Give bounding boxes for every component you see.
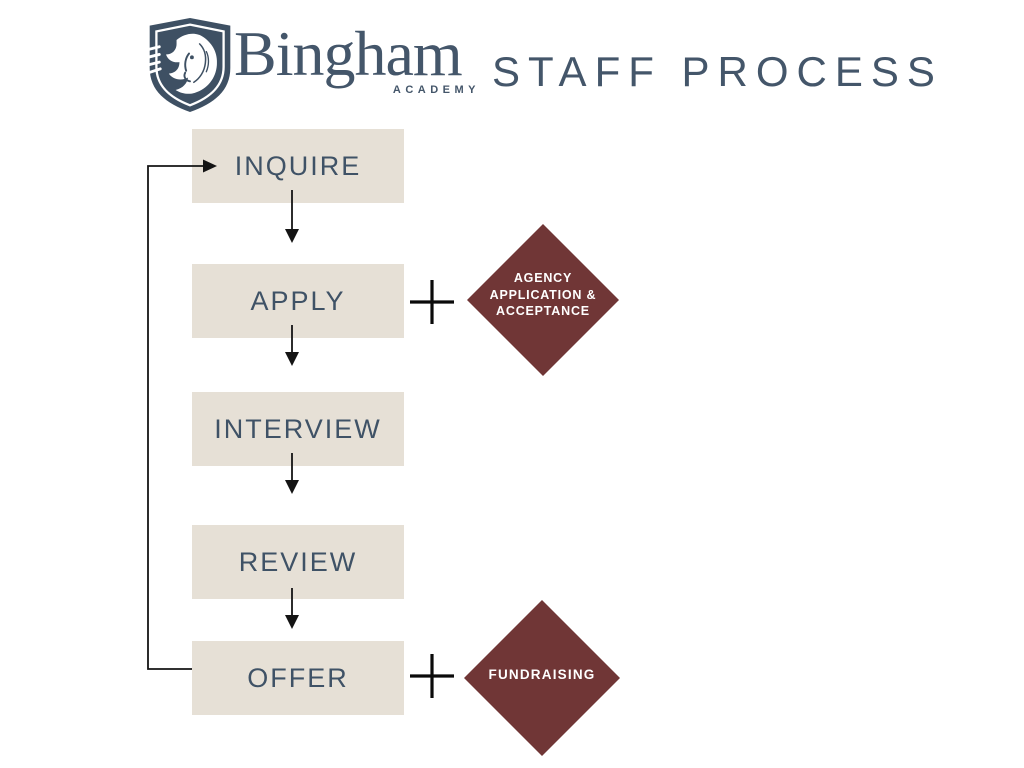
step-review: REVIEW: [192, 525, 404, 599]
brand-subtitle: ACADEMY: [392, 84, 480, 96]
diamond-label-line: ACCEPTANCE: [496, 304, 590, 319]
diamond-agency-application-acceptance: AGENCY APPLICATION & ACCEPTANCE: [467, 224, 619, 376]
plus-icon-offer: [410, 654, 454, 698]
step-label: INQUIRE: [234, 150, 362, 181]
plus-icon-apply: [410, 280, 454, 324]
brand-block: Bingham ACADEMY: [234, 18, 484, 96]
step-inquire: INQUIRE: [192, 129, 404, 203]
lion-shield-icon: [146, 17, 231, 113]
step-label: INTERVIEW: [214, 413, 382, 444]
step-label: APPLY: [250, 285, 346, 316]
brand-name: Bingham: [234, 18, 463, 89]
diamond-label-line: FUNDRAISING: [488, 666, 596, 682]
page-title: STAFF PROCESS: [492, 48, 943, 95]
diamond-fundraising: FUNDRAISING: [464, 600, 620, 756]
diamond-label-line: AGENCY: [513, 271, 573, 286]
step-label: REVIEW: [238, 546, 358, 577]
diamond-label-line: APPLICATION &: [489, 287, 597, 302]
step-offer: OFFER: [192, 641, 404, 715]
step-interview: INTERVIEW: [192, 392, 404, 466]
step-apply: APPLY: [192, 264, 404, 338]
step-label: OFFER: [247, 662, 349, 693]
